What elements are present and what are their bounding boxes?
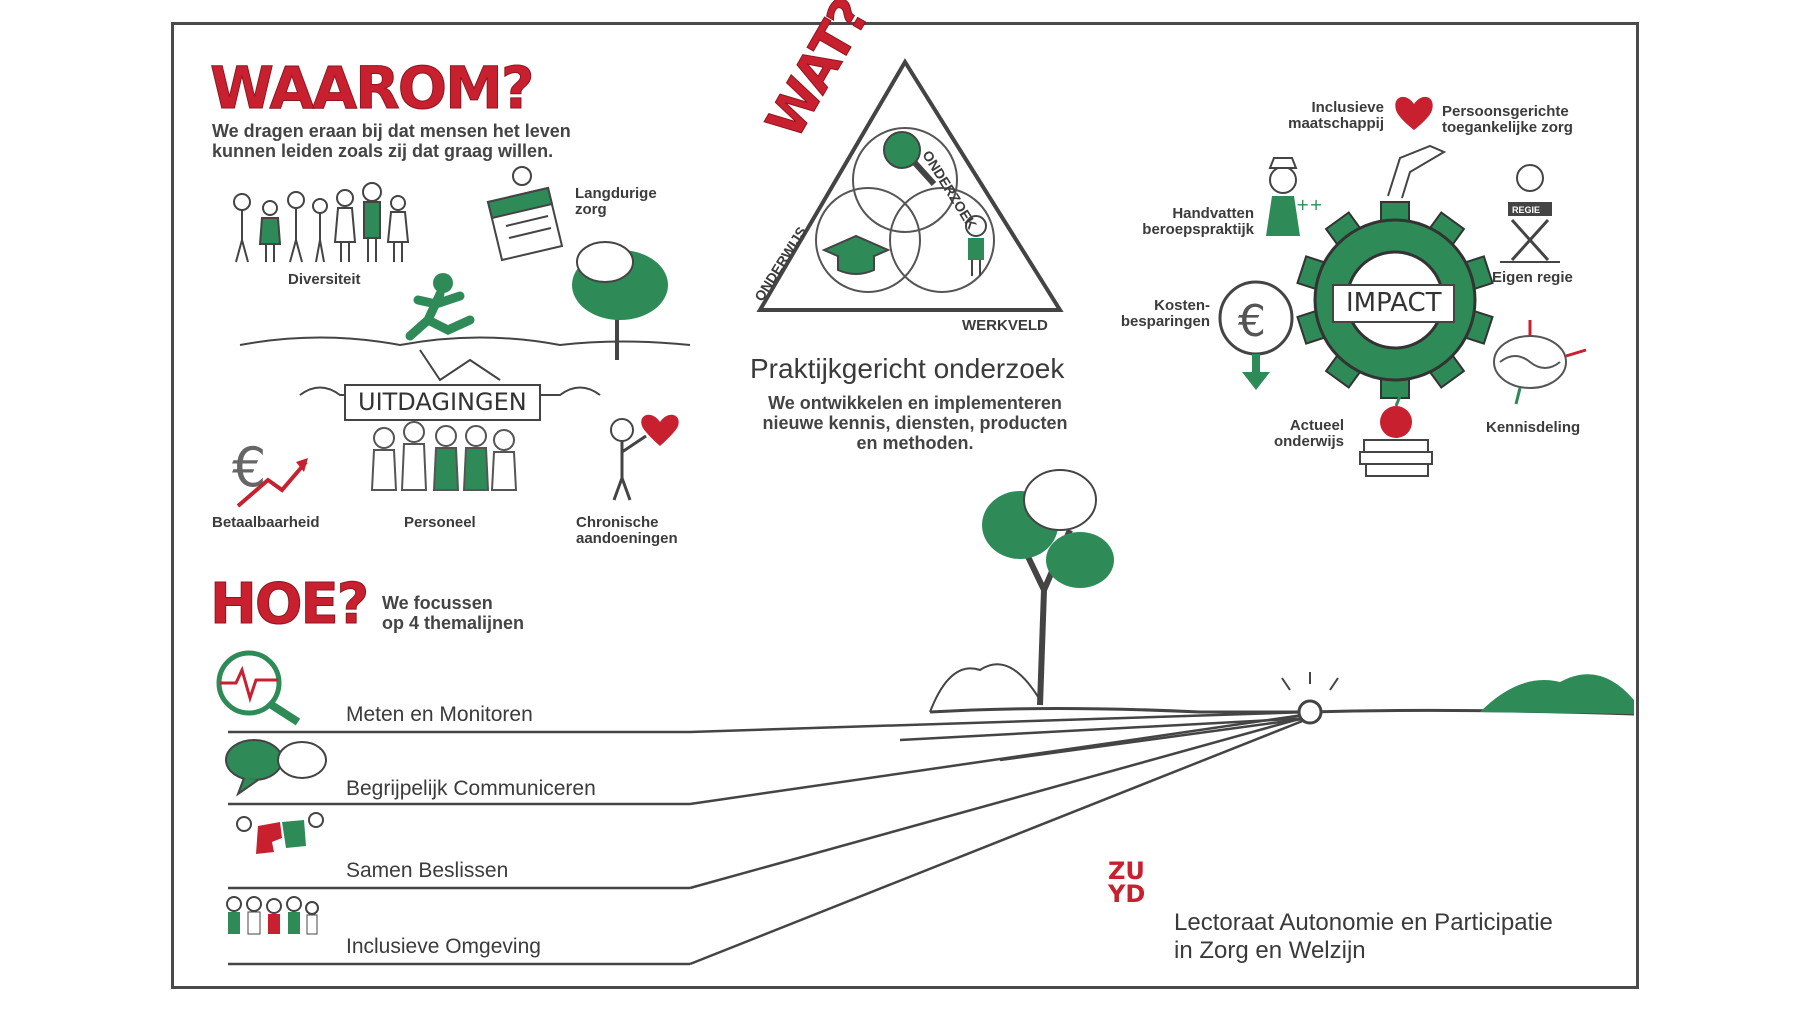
- person-heart-icon: [610, 414, 679, 501]
- triangle-werkveld: WERKVELD: [962, 317, 1048, 334]
- wat-triangle-diagram: [756, 58, 1064, 312]
- regie-tag: REGIE: [1512, 205, 1541, 215]
- label-actueel-onderwijs: Actueel onderwijs: [1273, 417, 1344, 450]
- label-langdurige-zorg: Langdurige zorg: [575, 185, 657, 218]
- label-eigen-regie: Eigen regie: [1492, 269, 1573, 286]
- magnifier-icon: [883, 131, 937, 187]
- impact-box: IMPACT: [1332, 284, 1456, 324]
- label-inclusieve-maatschappij: Inclusieve maatschappij: [1288, 99, 1384, 132]
- inclusive-people-icon: [226, 896, 319, 935]
- wat-heading: Praktijkgericht onderzoek: [750, 353, 1065, 384]
- heart-hand-icon: [1387, 96, 1447, 199]
- impact-gear-icon: [1296, 201, 1494, 399]
- big-tree-icon: [982, 469, 1114, 706]
- org-name-2: in Zorg en Welzijn: [1174, 937, 1366, 964]
- tree-small-icon: [572, 241, 668, 360]
- label-handvatten: Handvatten beroepspraktijk: [1142, 205, 1254, 238]
- label-betaalbaarheid: Betaalbaarheid: [212, 514, 320, 531]
- wat-desc-1: We ontwikkelen en implementeren: [768, 393, 1062, 413]
- hoe-subtitle-2: op 4 themalijnen: [382, 613, 525, 633]
- speech-bubbles-icon: [225, 739, 327, 797]
- zuyd-logo: ZU YD: [1108, 857, 1146, 908]
- hoe-subtitle-1: We focussen: [382, 593, 493, 613]
- zuyd-logo-line-2: YD: [1108, 879, 1146, 908]
- theme-inclusieve-omgeving: Inclusieve Omgeving: [346, 935, 541, 958]
- brain-sharing-icon: [1493, 320, 1587, 405]
- personnel-people-icon: [370, 421, 518, 491]
- books-apple-icon: [1359, 395, 1433, 477]
- label-personeel: Personeel: [404, 514, 476, 531]
- org-name-1: Lectoraat Autonomie en Participatie: [1174, 909, 1553, 936]
- uitdagingen-box: UITDAGINGEN: [344, 384, 541, 422]
- director-chair-icon: [1500, 164, 1560, 263]
- svg-text:€: €: [232, 436, 266, 499]
- wat-desc-2: nieuwe kennis, diensten, producten: [762, 413, 1068, 433]
- label-chronische-aandoeningen: Chronische aandoeningen: [576, 514, 678, 547]
- calendar-icon: [486, 166, 564, 262]
- horizon-landscape: [929, 663, 1635, 725]
- label-persoonsgerichte-zorg: Persoonsgerichte toegankelijke zorg: [1442, 103, 1573, 136]
- monitor-magnifier-icon: [216, 650, 301, 726]
- theme-begrijpelijk-communiceren: Begrijpelijk Communiceren: [346, 777, 596, 800]
- svg-text:++: ++: [1296, 195, 1323, 214]
- puzzle-people-icon: [236, 812, 324, 854]
- theme-meten-monitoren: Meten en Monitoren: [346, 703, 533, 726]
- label-kennisdeling: Kennisdeling: [1486, 419, 1581, 436]
- hoe-title: HOE?: [209, 572, 369, 637]
- waarom-subtitle-1: We dragen eraan bij dat mensen het leven: [212, 121, 571, 141]
- theme-samen-beslissen: Samen Beslissen: [346, 859, 509, 882]
- waarom-subtitle-2: kunnen leiden zoals zij dat graag willen…: [212, 141, 554, 161]
- euro-down-arrow-icon: €: [1218, 280, 1294, 390]
- svg-text:€: €: [1238, 296, 1266, 347]
- zuyd-logo-line-1: ZU: [1108, 857, 1145, 885]
- nurse-icon: ++: [1266, 157, 1323, 236]
- wat-desc-3: en methoden.: [856, 433, 974, 453]
- diversity-people-icon: [233, 182, 410, 263]
- waarom-title: WAAROM?: [209, 54, 534, 122]
- label-diversiteit: Diversiteit: [288, 271, 361, 288]
- euro-rising-arrow-icon: €: [232, 436, 308, 508]
- graduation-cap-icon: [821, 234, 891, 275]
- person-werkveld-icon: [965, 215, 987, 276]
- label-kostenbesparingen: Kosten- besparingen: [1120, 297, 1210, 330]
- theme-lines: [228, 710, 1311, 966]
